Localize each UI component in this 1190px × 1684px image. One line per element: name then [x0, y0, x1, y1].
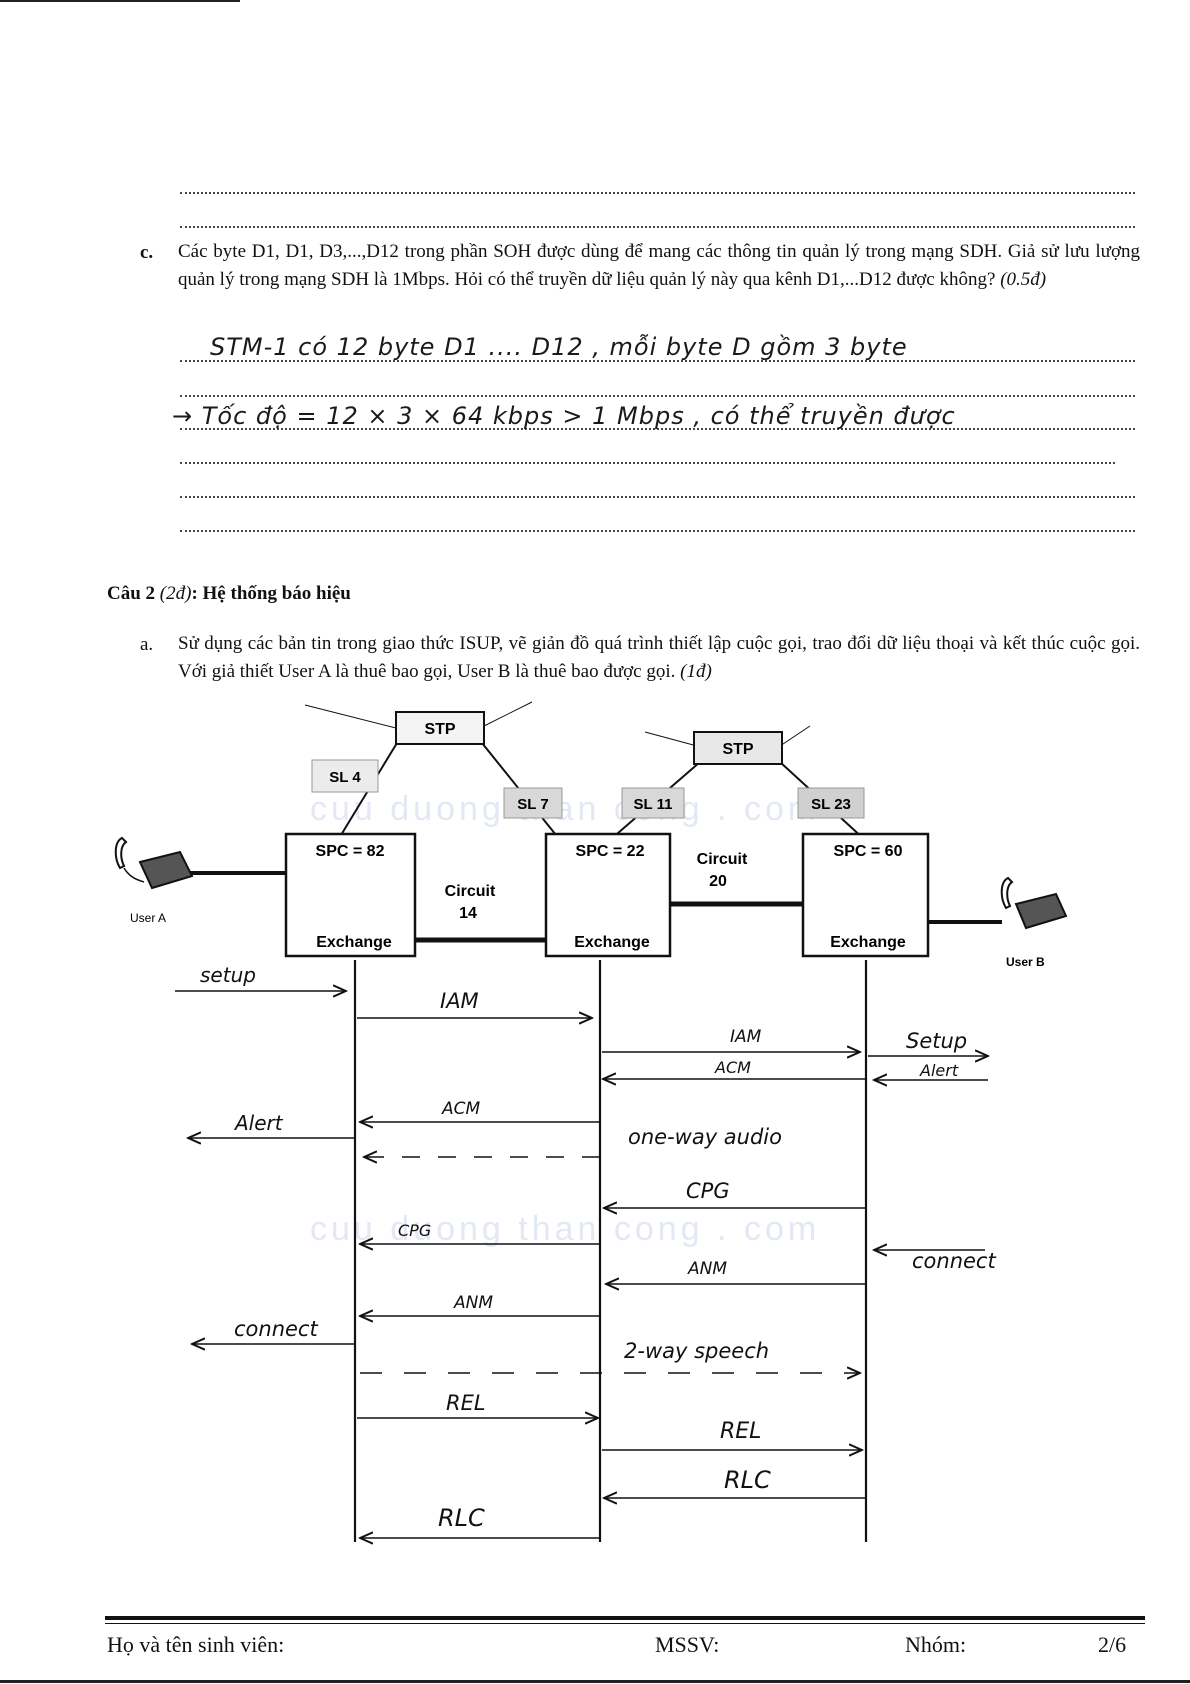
exchange-spc-22: SPC = 22 Exchange — [544, 832, 672, 958]
exchange-spc-label: SPC = 82 — [316, 843, 385, 860]
msg-connect-a: connect — [234, 1317, 318, 1341]
question-2-title: Câu 2 (2đ): Hệ thống báo hiệu — [107, 583, 351, 605]
msg-rlc-1: RLC — [438, 1504, 485, 1532]
answer-line — [180, 428, 1135, 430]
page-number: 2/6 — [1098, 1632, 1127, 1657]
sl4-label: SL 4 — [329, 769, 361, 786]
top-rule — [0, 0, 240, 2]
answer-line — [180, 395, 1135, 397]
part-a-letter: a. — [140, 634, 154, 655]
msg-acm-2: ACM — [714, 1058, 751, 1077]
answer-line — [180, 360, 1135, 362]
stp-right-label: STP — [722, 741, 753, 758]
msg-alert-b: Alert — [919, 1061, 959, 1080]
watermark: cuu duong than cong . com — [310, 790, 820, 828]
stp-right: STP — [693, 731, 783, 765]
timelines — [353, 960, 868, 1542]
sl11-label: SL 11 — [634, 796, 673, 813]
sl11-box — [621, 787, 685, 819]
msg-setup-b: Setup — [906, 1029, 967, 1053]
handwritten-answer-1: STM-1 có 12 byte D1 .... D12 , mỗi byte … — [210, 333, 908, 361]
circuit-14-label: Circuit — [445, 883, 496, 900]
exchange-label: Exchange — [316, 934, 392, 951]
exchange-label: Exchange — [574, 934, 650, 951]
isup-call-flow-diagram: cuu duong than cong . com cuu duong than… — [114, 701, 1068, 1560]
exchange-spc-label: SPC = 22 — [576, 843, 645, 860]
question-2-points: (2đ) — [159, 583, 192, 604]
msg-rel-1: REL — [446, 1391, 486, 1415]
exchange-spc-label: SPC = 60 — [834, 843, 903, 860]
circuit-14-number: 14 — [459, 905, 477, 922]
sl23-box — [797, 787, 865, 819]
telephone-icon — [114, 836, 194, 890]
student-id-label: MSSV: — [655, 1632, 720, 1657]
msg-anm-1: ANM — [453, 1293, 493, 1313]
user-a-label: User A — [130, 911, 166, 925]
group-label: Nhóm: — [905, 1632, 967, 1657]
exchange-label: Exchange — [830, 934, 906, 951]
circuit-20-number: 20 — [709, 873, 727, 890]
question-2-label: Câu 2 — [107, 583, 156, 604]
handwritten-answer-2: → Tốc độ = 12 × 3 × 64 kbps > 1 Mbps , c… — [172, 402, 956, 430]
stp-left-label: STP — [424, 721, 455, 738]
footer-rule — [105, 1616, 1145, 1620]
sl4-box — [311, 759, 379, 793]
part-c-question-text: Các byte D1, D1, D3,...,D12 trong phần S… — [178, 241, 1140, 290]
part-c-score: (0.5đ) — [1000, 269, 1047, 290]
answer-line — [180, 462, 1115, 464]
telephone-icon — [1000, 876, 1068, 930]
msg-alert-a: Alert — [233, 1111, 284, 1135]
part-c-question: Các byte D1, D1, D3,...,D12 trong phần S… — [178, 238, 1140, 294]
msg-iam-2: IAM — [730, 1027, 762, 1047]
msg-cpg-2: CPG — [686, 1179, 730, 1203]
msg-rlc-2: RLC — [724, 1466, 771, 1494]
exchange-spc-82: SPC = 82 Exchange — [284, 832, 417, 958]
exchange-spc-60: SPC = 60 Exchange — [801, 832, 930, 958]
message-arrows — [175, 991, 988, 1538]
answer-line — [180, 226, 1135, 228]
msg-setup-a: setup — [200, 963, 256, 987]
answer-line — [180, 192, 1135, 194]
part-a-score: (1đ) — [680, 661, 712, 682]
sl23-label: SL 23 — [811, 796, 851, 813]
question-2-topic: : Hệ thống báo hiệu — [191, 583, 351, 604]
student-name-label: Họ và tên sinh viên: — [107, 1632, 285, 1657]
msg-connect-b: connect — [912, 1249, 996, 1273]
user-b-label: User B — [1006, 955, 1045, 969]
msg-acm-1: ACM — [441, 1099, 480, 1119]
circuit-20-label: Circuit — [697, 851, 748, 868]
part-a-question-text: Sử dụng các bản tin trong giao thức ISUP… — [178, 633, 1140, 682]
sl7-label: SL 7 — [517, 796, 548, 813]
part-a-question: Sử dụng các bản tin trong giao thức ISUP… — [178, 630, 1140, 686]
answer-line — [180, 530, 1135, 532]
bottom-rule — [0, 1680, 1190, 1683]
msg-anm-2: ANM — [687, 1259, 727, 1279]
sl7-box — [503, 787, 563, 819]
watermark: cuu duong than cong . com — [310, 1210, 820, 1248]
msg-two-way-speech: 2-way speech — [624, 1339, 769, 1363]
stp-left: STP — [395, 711, 485, 745]
footer-rule-thin — [105, 1623, 1145, 1624]
msg-rel-2: REL — [720, 1419, 761, 1444]
msg-iam-1: IAM — [440, 989, 479, 1013]
answer-line — [180, 496, 1135, 498]
msg-one-way-audio: one-way audio — [628, 1125, 782, 1149]
msg-cpg-1: CPG — [398, 1221, 431, 1240]
part-c-letter: c. — [140, 242, 154, 263]
